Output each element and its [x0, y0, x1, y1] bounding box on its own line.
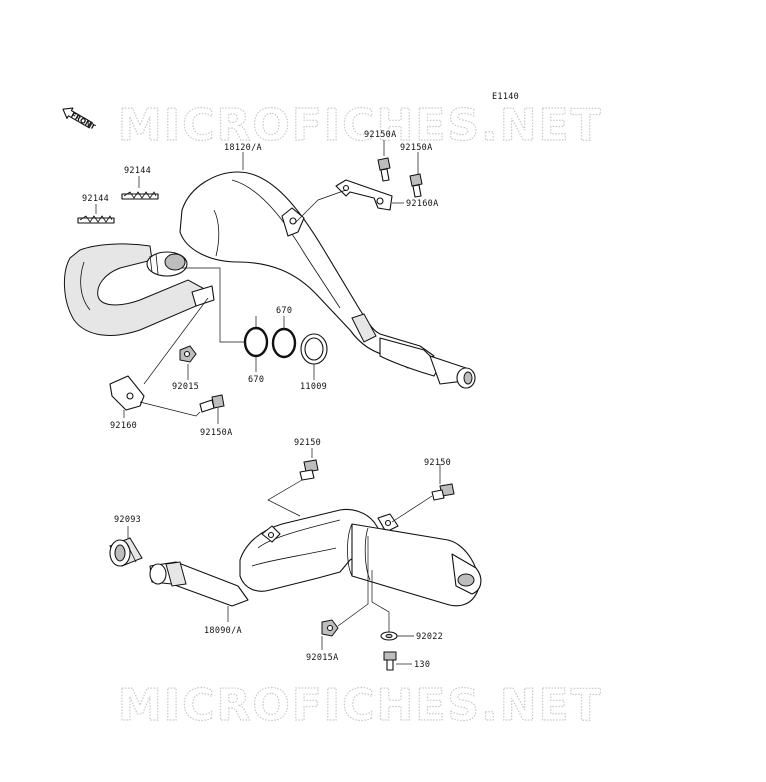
label-92150-right: 92150 — [424, 458, 451, 468]
front-arrow-icon: FRONT — [62, 107, 97, 132]
label-130: 130 — [414, 660, 430, 670]
label-92015a: 92015A — [306, 653, 339, 663]
bolt-92150-right — [431, 483, 455, 501]
label-92015: 92015 — [172, 382, 199, 392]
label-92144-lower: 92144 — [82, 194, 109, 204]
label-92150a-top2: 92150A — [400, 143, 433, 153]
label-92150a-top1: 92150A — [364, 130, 397, 140]
gasket-11009 — [300, 333, 328, 365]
label-18120a: 18120/A — [224, 143, 262, 153]
collar-92093 — [109, 537, 143, 567]
spring-92144-upper — [121, 191, 159, 200]
label-92093: 92093 — [114, 515, 141, 525]
label-92144-upper: 92144 — [124, 166, 151, 176]
bracket-92160a — [335, 179, 393, 211]
watermark-bottom: MICROFICHES.NET — [118, 680, 603, 731]
nut-92015 — [179, 345, 197, 363]
bolt-130 — [383, 651, 397, 671]
label-92150a-lower: 92150A — [200, 428, 233, 438]
bolt-92150-left — [299, 459, 319, 481]
washer-92022 — [380, 631, 398, 641]
silencer-18090a — [149, 508, 482, 607]
o-ring-670-right — [271, 327, 297, 359]
label-92150-left: 92150 — [294, 438, 321, 448]
nut-92015a — [321, 619, 339, 637]
label-670-right: 670 — [276, 306, 292, 316]
diagram-code: E1140 — [492, 92, 519, 102]
label-92022: 92022 — [416, 632, 443, 642]
front-label: FRONT — [69, 111, 96, 131]
label-11009: 11009 — [300, 382, 327, 392]
spring-92144-lower — [77, 215, 115, 224]
label-92160: 92160 — [110, 421, 137, 431]
bolt-92150a-top2 — [409, 173, 423, 198]
watermark-top: MICROFICHES.NET — [118, 100, 603, 151]
o-ring-670-left — [243, 326, 269, 358]
bracket-92160 — [109, 375, 145, 411]
label-670-left: 670 — [248, 375, 264, 385]
leader-lines — [95, 140, 441, 665]
label-92160a: 92160A — [406, 199, 439, 209]
bolt-92150a-lower — [199, 394, 225, 413]
label-18090a: 18090/A — [204, 626, 242, 636]
bolt-92150a-top1 — [377, 157, 391, 182]
exhaust-pipe — [63, 171, 476, 389]
